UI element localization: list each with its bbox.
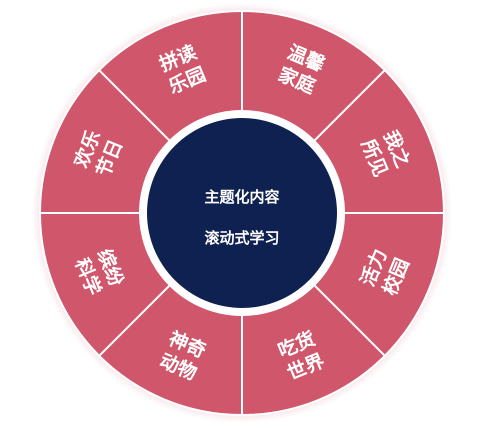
center-hub (147, 118, 337, 308)
center-title-line2: 滚动式学习 (204, 229, 279, 247)
center-title-line1: 主题化内容 (204, 188, 279, 206)
